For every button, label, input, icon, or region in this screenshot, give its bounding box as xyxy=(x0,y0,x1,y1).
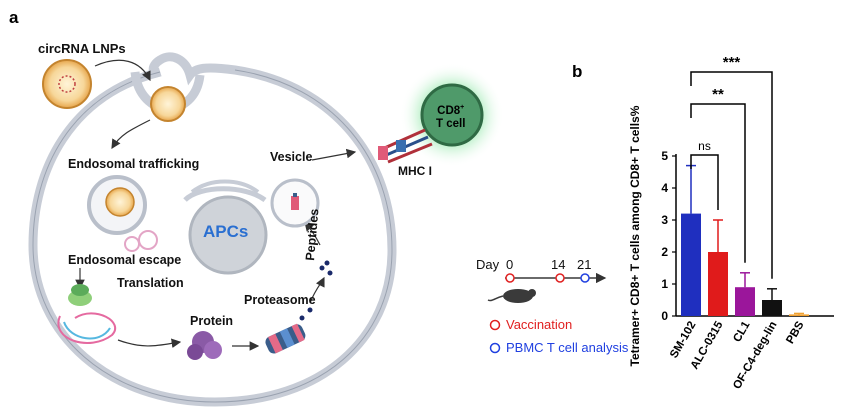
timeline-vaccination-marker xyxy=(555,273,565,283)
peptide-dot xyxy=(307,307,313,313)
translation-arrow xyxy=(117,338,182,348)
y-tick-label: 2 xyxy=(661,245,668,259)
label-cd8-t-cell: CD8+ T cell xyxy=(436,101,465,131)
label-apcs: APCs xyxy=(203,222,249,241)
legend-analysis-icon xyxy=(489,342,501,354)
proteasome-icon xyxy=(265,323,306,354)
x-tick-label: PBS xyxy=(784,319,806,346)
peptide-dot xyxy=(324,260,330,266)
uptake-arrow xyxy=(94,59,151,82)
label-cd8: CD8 xyxy=(437,104,461,117)
peptide-dot xyxy=(327,270,333,276)
timeline-day-label: Day xyxy=(476,257,500,272)
label-circrna-lnps: circRNA LNPs xyxy=(38,41,126,56)
lnp-outside-icon xyxy=(42,59,92,109)
y-tick-label: 1 xyxy=(661,277,668,291)
lnp-endocytosis-icon xyxy=(150,86,186,122)
label-endosomal-trafficking: Endosomal trafficking xyxy=(68,157,200,171)
label-cd8-sup: + xyxy=(460,104,465,111)
y-tick-label: 3 xyxy=(661,213,668,227)
y-tick-label: 0 xyxy=(661,309,668,323)
label-proteasome: Proteasome xyxy=(244,293,316,307)
y-axis-label: Tetramer+ CD8+ T cells among CD8+ T cell… xyxy=(628,105,642,366)
legend-analysis: PBMC T cell analysis xyxy=(506,340,629,355)
significance-label: ** xyxy=(712,86,724,103)
significance-bracket xyxy=(690,103,746,263)
vesicle-arrow xyxy=(311,148,357,161)
timeline-day-21: 21 xyxy=(577,257,592,272)
peptide-dot xyxy=(319,265,325,271)
mouse-icon xyxy=(487,289,536,303)
significance-bracket xyxy=(690,154,719,210)
peptide-dot xyxy=(299,315,305,321)
panel-b-letter: b xyxy=(572,62,583,81)
label-protein: Protein xyxy=(190,314,234,328)
legend-vaccination: Vaccination xyxy=(506,317,573,332)
timeline-vaccination-marker xyxy=(505,273,515,283)
trafficking-arrow xyxy=(111,119,151,150)
protein-icon xyxy=(187,331,222,360)
mhc-tcr-icon xyxy=(378,128,433,164)
label-t-cell: T cell xyxy=(436,117,466,130)
endosome-icon xyxy=(87,175,158,252)
bar-cl1 xyxy=(735,287,755,316)
significance-label: *** xyxy=(723,54,741,71)
legend-vaccination-icon xyxy=(489,319,501,331)
bar-pbs xyxy=(789,314,809,316)
y-tick-label: 5 xyxy=(661,149,668,163)
timeline-day-0: 0 xyxy=(506,257,514,272)
x-tick-label: CL1 xyxy=(731,319,753,344)
vaccination-timeline xyxy=(505,272,607,284)
timeline-day-14: 14 xyxy=(551,257,566,272)
significance-label: ns xyxy=(698,139,711,153)
bar-sm-102 xyxy=(681,213,701,316)
bar-of-c4-deg-lin xyxy=(762,300,782,316)
ribosome-icon xyxy=(57,284,116,344)
panel-a-letter: a xyxy=(9,8,19,27)
vesicle-icon xyxy=(270,178,320,228)
label-endosomal-escape: Endosomal escape xyxy=(68,253,182,267)
proteasome-arrow xyxy=(309,276,325,304)
significance-bracket xyxy=(690,71,773,279)
label-translation: Translation xyxy=(117,276,184,290)
label-mhc-i: MHC I xyxy=(398,164,432,178)
y-tick-label: 4 xyxy=(661,181,668,195)
bar-alc-0315 xyxy=(708,252,728,316)
timeline-analysis-marker xyxy=(580,273,590,283)
label-vesicle: Vesicle xyxy=(270,150,313,164)
apc-nucleus-icon xyxy=(183,179,268,275)
cd8-t-cell-icon xyxy=(400,63,504,167)
